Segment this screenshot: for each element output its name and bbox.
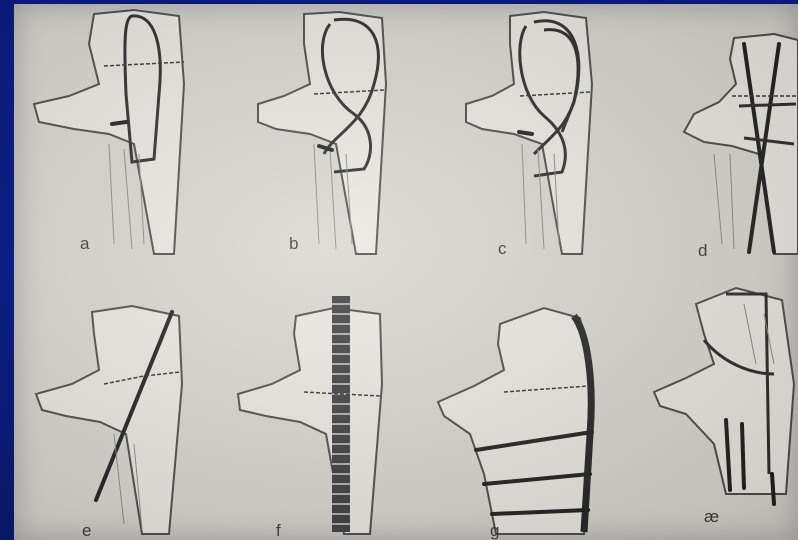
panel-b: b [258, 12, 386, 254]
panel-g: g [438, 308, 592, 540]
panel-h-label: æ [704, 507, 719, 526]
panel-c: c [466, 12, 592, 258]
panel-b-label: b [289, 234, 298, 253]
panel-d-label: d [698, 241, 707, 260]
panel-e: e [36, 306, 182, 540]
panel-c-label: c [498, 239, 507, 258]
panel-h: æ [654, 288, 794, 526]
panel-a-label: a [80, 234, 90, 253]
panel-g-label: g [490, 521, 499, 540]
panel-e-label: e [82, 521, 91, 540]
figure-photo: a b c d [14, 4, 798, 540]
panel-d: d [684, 34, 798, 260]
panel-a: a [34, 10, 184, 254]
panel-f: f [238, 296, 382, 540]
panel-f-label: f [276, 521, 281, 540]
fixation-illustrations: a b c d [14, 4, 798, 540]
